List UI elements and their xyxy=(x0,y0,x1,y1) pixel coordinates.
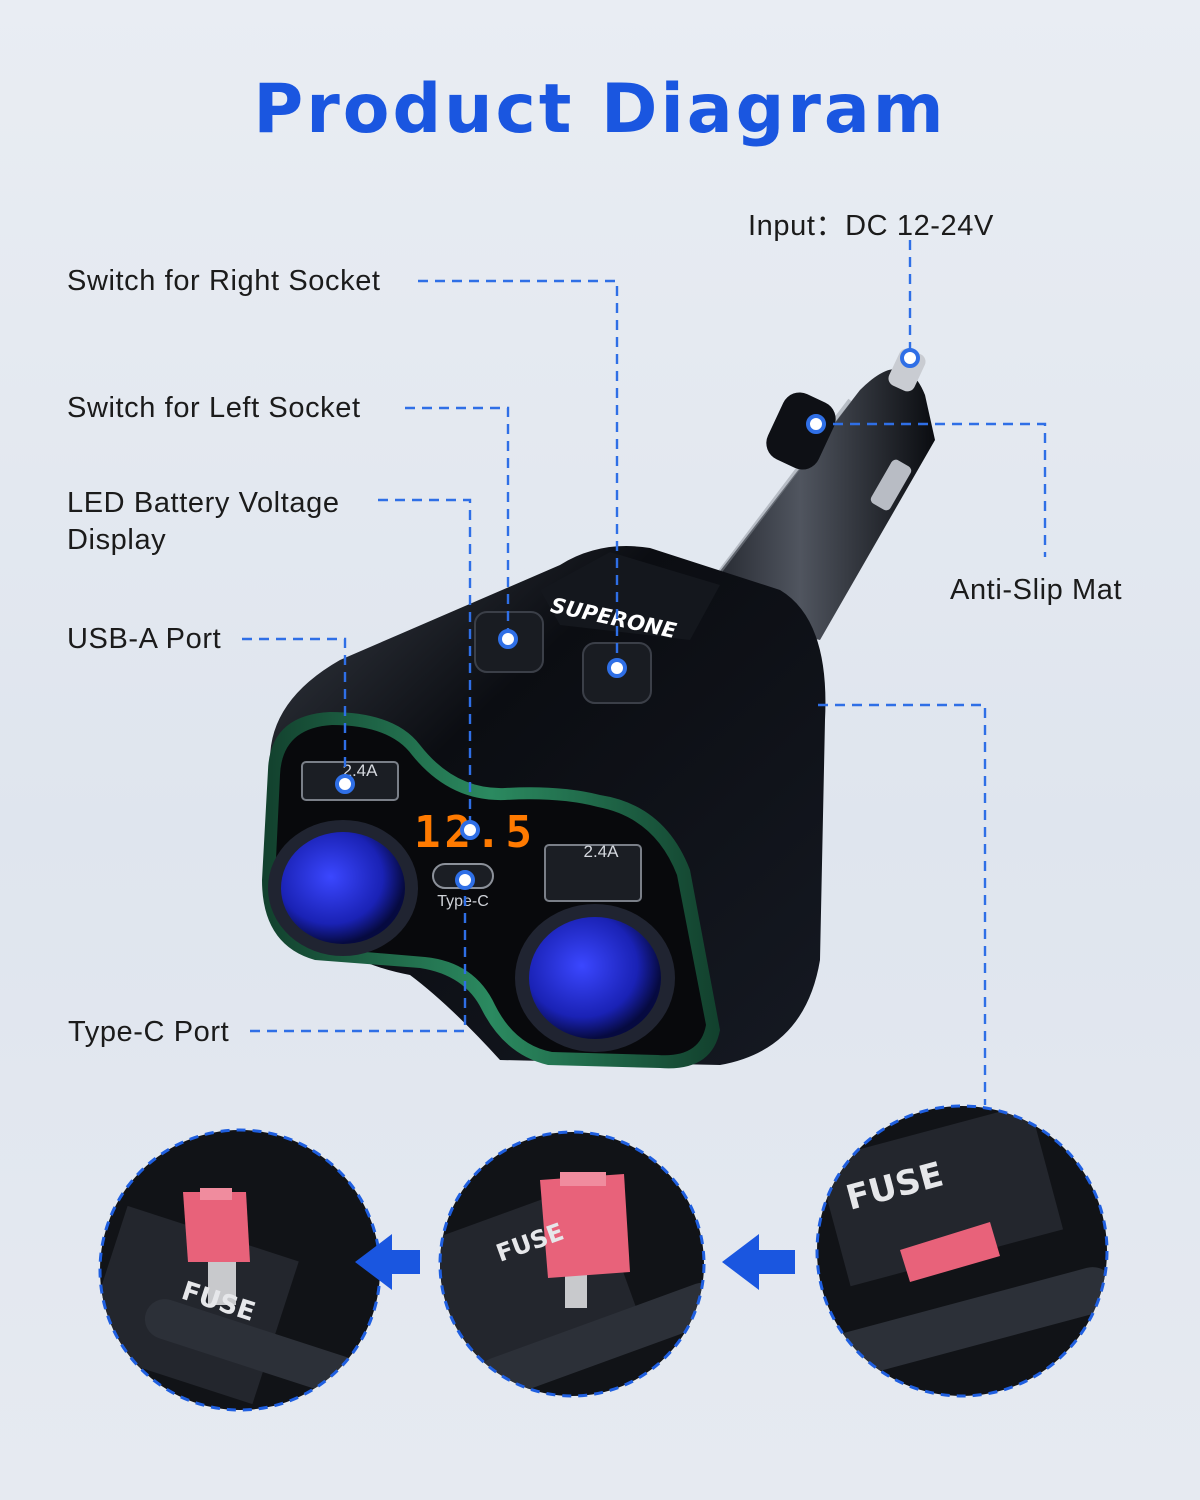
label-switch-left-socket: Switch for Left Socket xyxy=(67,392,361,424)
arrow-left-icon xyxy=(355,1234,420,1290)
marker-led-display xyxy=(460,820,480,840)
label-switch-right-socket: Switch for Right Socket xyxy=(67,265,381,297)
label-led-display: LED Battery Voltage Display xyxy=(67,487,340,556)
leader-switch-left xyxy=(405,406,510,639)
top-plate xyxy=(540,552,720,640)
marker-switch-left xyxy=(498,629,518,649)
marker-input xyxy=(900,348,920,368)
leader-anti-slip xyxy=(816,422,1047,557)
side-spring-contact xyxy=(870,459,912,511)
label-type-c-port: Type-C Port xyxy=(68,1016,230,1048)
marker-anti-slip xyxy=(806,414,826,434)
leader-led-display xyxy=(378,498,472,830)
anti-slip-mat xyxy=(766,392,836,470)
usb-left-rating: 2.4A xyxy=(343,761,379,780)
usb-right-rating: 2.4A xyxy=(584,842,620,861)
cigarette-socket-left[interactable] xyxy=(268,820,418,956)
cigarette-socket-right[interactable] xyxy=(515,904,675,1052)
car-charger-device: SUPERONE 2.4A 2.4A 12.5 Type-C xyxy=(262,348,935,1069)
type-c-engraving: Type-C xyxy=(437,893,489,910)
arrow-left-icon xyxy=(722,1234,795,1290)
leader-lines xyxy=(242,240,1047,1105)
fuse-removal-steps: FUSE FUSE FUSE xyxy=(98,1104,1109,1412)
marker-usb-a xyxy=(335,774,355,794)
cigarette-plug xyxy=(690,348,935,640)
usb-a-port-right[interactable] xyxy=(544,844,642,902)
fuse-step-circle-2: FUSE xyxy=(438,1130,706,1398)
fuse-step-circle-1: FUSE xyxy=(815,1104,1109,1398)
label-input: Input：DC 12-24V xyxy=(748,210,994,242)
page-title: Product Diagram xyxy=(253,70,947,149)
leader-fuse xyxy=(818,703,987,1105)
marker-switch-right xyxy=(607,658,627,678)
leader-type-c xyxy=(250,880,467,1033)
label-usb-a-port: USB-A Port xyxy=(67,623,222,655)
fuse-step-circle-3: FUSE xyxy=(98,1128,382,1412)
marker-type-c xyxy=(455,870,475,890)
label-anti-slip-mat: Anti-Slip Mat xyxy=(950,574,1123,606)
leader-usb-a xyxy=(242,637,347,784)
